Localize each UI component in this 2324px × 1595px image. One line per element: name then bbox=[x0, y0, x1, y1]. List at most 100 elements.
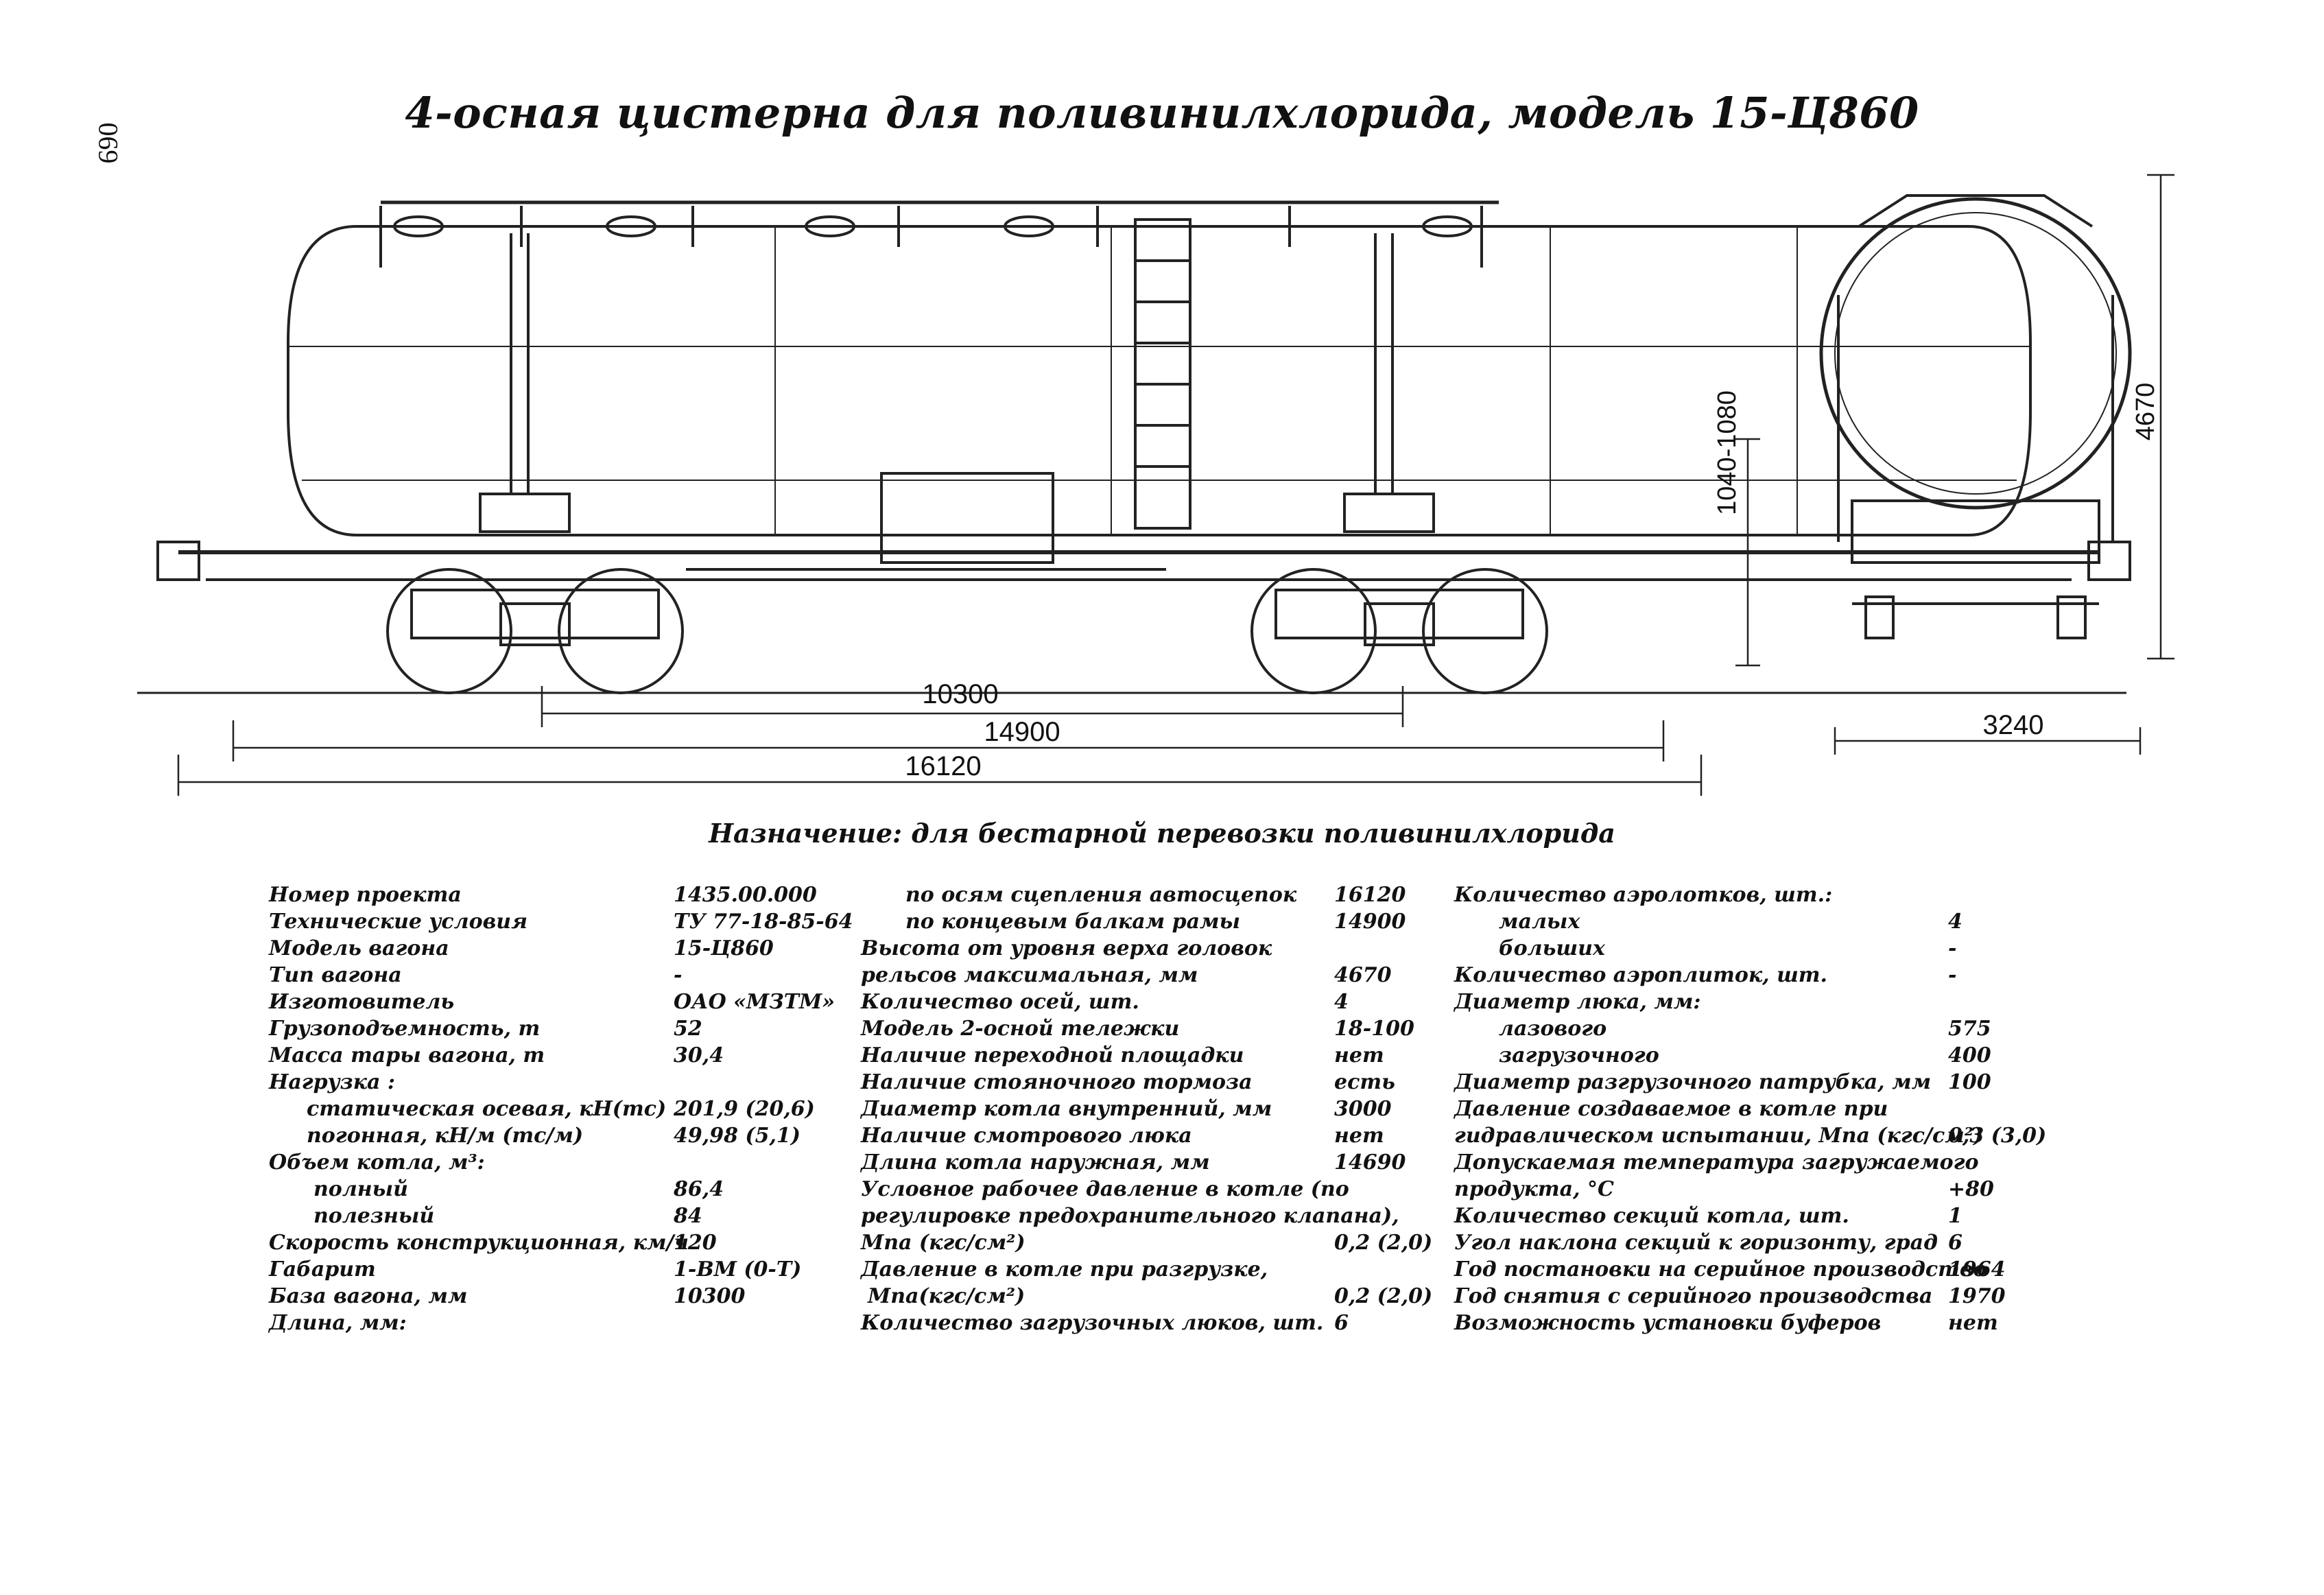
spec-row: больших- bbox=[1454, 935, 2072, 962]
spec-value: 1-ВМ (0-Т) bbox=[674, 1257, 802, 1281]
spec-label: Количество аэролотков, шт.: bbox=[1454, 883, 1833, 907]
spec-label: Давление в котле при разгрузке, bbox=[861, 1257, 1268, 1281]
spec-row: Высота от уровня верха головок bbox=[861, 935, 1444, 962]
spec-row: полный 86,4 bbox=[269, 1176, 838, 1203]
spec-value: 201,9 (20,6) bbox=[674, 1097, 815, 1121]
spec-value: 0,3 (3,0) bbox=[1948, 1124, 2047, 1148]
spec-value: - bbox=[1948, 936, 1957, 960]
loading-hatch bbox=[606, 215, 656, 237]
spec-label: Диаметр люка, мм: bbox=[1454, 990, 1701, 1014]
spec-label: Грузоподъемность, т bbox=[269, 1017, 541, 1041]
spec-row: Количество аэролотков, шт.: bbox=[1454, 882, 2072, 908]
spec-row: Габарит 1-ВМ (0-Т) bbox=[269, 1256, 838, 1283]
spec-label: Количество секций котла, шт. bbox=[1454, 1204, 1849, 1228]
spec-label: Наличие стояночного тормоза bbox=[861, 1070, 1253, 1094]
loading-hatch bbox=[805, 215, 855, 237]
spec-label: лазового bbox=[1499, 1017, 1607, 1041]
spec-label: Допускаемая температура загружаемого bbox=[1454, 1150, 1979, 1174]
spec-value: 120 bbox=[674, 1231, 717, 1255]
spec-value: 14900 bbox=[1334, 910, 1406, 934]
wheel bbox=[386, 568, 512, 694]
spec-row: Тип вагона - bbox=[269, 962, 838, 989]
spec-row: Наличие переходной площадки нет bbox=[861, 1042, 1444, 1069]
coupler-right bbox=[2087, 541, 2131, 581]
spec-label: по концевым балкам рамы bbox=[905, 910, 1241, 934]
spec-label: Габарит bbox=[269, 1257, 376, 1281]
spec-row: гидравлическом испытании, Мпа (кгс/см²)0… bbox=[1454, 1122, 2072, 1149]
spec-row: Нагрузка : bbox=[269, 1069, 838, 1096]
spec-value: нет bbox=[1334, 1043, 1384, 1067]
loading-hatch bbox=[393, 215, 444, 237]
spec-label: продукта, °С bbox=[1454, 1177, 1614, 1201]
spec-label: Длина котла наружная, мм bbox=[861, 1150, 1210, 1174]
spec-label: Наличие переходной площадки bbox=[861, 1043, 1244, 1067]
spec-value: ТУ 77-18-85-64 bbox=[674, 910, 853, 934]
spec-row: Изготовитель ОАО «МЗТМ» bbox=[269, 989, 838, 1015]
spec-value: 30,4 bbox=[674, 1043, 724, 1067]
dim-coupler-length: 16120 bbox=[905, 751, 981, 781]
spec-value: 1 bbox=[1948, 1204, 1963, 1228]
spec-value: 16120 bbox=[1334, 883, 1406, 907]
spec-column-2: по осям сцепления автосцепок 16120 по конц… bbox=[861, 882, 1444, 1336]
equipment-box bbox=[880, 472, 1054, 564]
spec-value: 3000 bbox=[1334, 1097, 1392, 1121]
spec-row: статическая осевая, кН(тс) 201,9 (20,6) bbox=[269, 1096, 838, 1122]
bogie-frame bbox=[410, 589, 660, 639]
spec-value: 1964 bbox=[1948, 1257, 2006, 1281]
spec-row: Давление в котле при разгрузке, bbox=[861, 1256, 1444, 1283]
spec-row: Модель вагона 15-Ц860 bbox=[269, 935, 838, 962]
spec-row: Диаметр люка, мм: bbox=[1454, 989, 2072, 1015]
spec-label: Номер проекта bbox=[269, 883, 462, 907]
dim-width: 3240 bbox=[1983, 710, 2044, 740]
spec-row: Количество аэроплиток, шт. - bbox=[1454, 962, 2072, 989]
spec-label: по осям сцепления автосцепок bbox=[905, 883, 1297, 907]
loading-hatch bbox=[1422, 215, 1473, 237]
spec-value: 1435.00.000 bbox=[674, 883, 817, 907]
spec-label: Масса тары вагона, т bbox=[269, 1043, 545, 1067]
spec-value: 86,4 bbox=[674, 1177, 724, 1201]
spec-row: Длина, мм: bbox=[269, 1310, 838, 1336]
spec-value: ОАО «МЗТМ» bbox=[674, 990, 835, 1014]
spec-value: 100 bbox=[1948, 1070, 1991, 1094]
spec-row: Количество осей, шт.4 bbox=[861, 989, 1444, 1015]
wheel bbox=[558, 568, 684, 694]
spec-value: 15-Ц860 bbox=[674, 936, 774, 960]
spec-row: Технические условия ТУ 77-18-85-64 bbox=[269, 908, 853, 935]
spec-label: Количество аэроплиток, шт. bbox=[1454, 963, 1827, 987]
spec-row: Объем котла, м³: bbox=[269, 1149, 838, 1176]
spec-value: 84 bbox=[674, 1204, 702, 1228]
spec-label: Высота от уровня верха головок bbox=[861, 936, 1272, 960]
spec-value: 52 bbox=[674, 1017, 702, 1041]
spec-value: - bbox=[674, 963, 683, 987]
dim-frame-length: 14900 bbox=[984, 717, 1060, 747]
spec-label: Тип вагона bbox=[269, 963, 402, 987]
spec-value: 18-100 bbox=[1334, 1017, 1414, 1041]
spec-label: Изготовитель bbox=[269, 990, 455, 1014]
spec-row: Давление создаваемое в котле при bbox=[1454, 1096, 2072, 1122]
spec-label: Количество осей, шт. bbox=[861, 990, 1139, 1014]
spec-label: полный bbox=[313, 1177, 408, 1201]
spec-value: 4670 bbox=[1334, 963, 1392, 987]
spec-label: Технические условия bbox=[269, 910, 527, 934]
spec-value: 400 bbox=[1948, 1043, 1991, 1067]
tank-end-view bbox=[1819, 197, 2132, 510]
spec-value: - bbox=[1948, 963, 1957, 987]
spec-row: Количество секций котла, шт. 1 bbox=[1454, 1203, 2072, 1229]
spec-value: +80 bbox=[1948, 1177, 1994, 1201]
spec-label: статическая осевая, кН(тс) bbox=[307, 1097, 667, 1121]
spec-value: нет bbox=[1948, 1311, 1998, 1335]
purpose-caption: Назначение: для бестарной перевозки поли… bbox=[709, 818, 1615, 849]
spec-label: Модель вагона bbox=[269, 936, 449, 960]
ladder bbox=[1134, 218, 1191, 530]
